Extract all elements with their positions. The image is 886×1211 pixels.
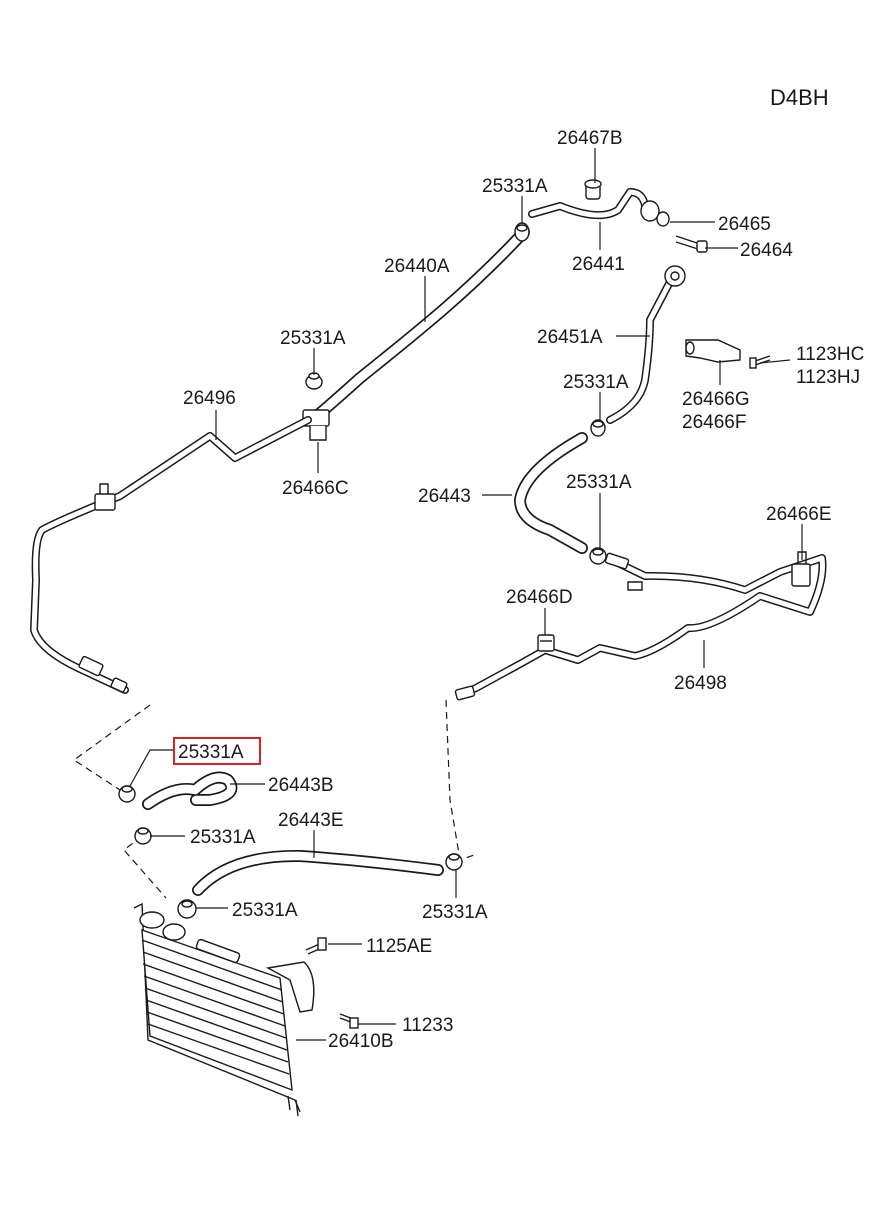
label-26440A: 26440A — [384, 256, 450, 277]
clamp-25331A-selected — [118, 785, 136, 803]
label-25331A-l2: 25331A — [190, 827, 256, 848]
label-25331A-r1: 25331A — [563, 372, 629, 393]
label-26496: 26496 — [183, 388, 236, 409]
label-26467B: 26467B — [557, 128, 623, 149]
hose-26443 — [514, 432, 588, 554]
bolt-11233 — [339, 1013, 359, 1029]
label-26443B: 26443B — [268, 775, 334, 796]
banjo-26465 — [640, 200, 670, 227]
label-25331A-mid: 25331A — [280, 328, 346, 349]
clamp-25331A-r2 — [589, 547, 607, 565]
clamp-25331A-top — [514, 222, 530, 242]
clamp-25331A-r3 — [445, 853, 463, 871]
dashed-line-right — [445, 699, 475, 861]
label-26443E: 26443E — [278, 810, 344, 831]
bracket-26496-upper — [94, 483, 116, 511]
label-25331A-top: 25331A — [482, 176, 548, 197]
label-1123HJ: 1123HJ — [796, 367, 860, 388]
label-26410B: 26410B — [328, 1031, 394, 1052]
clamp-25331A-l3 — [177, 899, 197, 919]
label-26498: 26498 — [674, 673, 727, 694]
label-26465: 26465 — [718, 214, 771, 235]
fitting-26498-start — [604, 552, 643, 591]
engine-code: D4BH — [770, 85, 829, 110]
label-26464: 26464 — [740, 240, 793, 261]
clamp-25331A-l2 — [134, 827, 152, 845]
pipe-26441 — [528, 188, 654, 220]
label-25331A-r3: 25331A — [422, 902, 488, 923]
bolt-1125AE — [305, 937, 327, 955]
label-1125AE: 1125AE — [366, 936, 432, 957]
label-25331A-selected[interactable]: 25331A — [178, 742, 244, 763]
label-26466G: 26466G — [682, 389, 750, 410]
dashed-line-left — [72, 704, 151, 791]
clamp-25331A-r1 — [590, 419, 606, 437]
hose-26440A — [306, 226, 530, 426]
bolt-1123HC — [749, 355, 771, 369]
label-25331A-l3: 25331A — [232, 900, 298, 921]
label-26466C: 26466C — [282, 478, 349, 499]
pipe-26498 — [458, 554, 827, 698]
label-25331A-r2: 25331A — [566, 472, 632, 493]
label-26466E: 26466E — [766, 504, 832, 525]
pipe-26496 — [30, 416, 312, 694]
clamp-25331A-mid — [305, 372, 323, 390]
label-26466D: 26466D — [506, 587, 573, 608]
label-1123HC: 1123HC — [796, 344, 864, 365]
label-26466F: 26466F — [682, 412, 746, 433]
pipe-26451A — [606, 274, 676, 424]
hose-26443E — [192, 849, 444, 896]
bolt-26464 — [675, 235, 708, 253]
fitting-26467B — [584, 179, 602, 200]
leader-lines — [129, 148, 803, 1041]
label-11233: 11233 — [402, 1015, 453, 1036]
label-26441: 26441 — [572, 254, 625, 275]
label-26451A: 26451A — [537, 327, 603, 348]
dashed-line-lower — [123, 835, 167, 899]
clip-26466D — [537, 634, 555, 652]
banjo-26451A — [664, 265, 686, 287]
bracket-26466E — [791, 551, 811, 587]
fitting-26496-end — [78, 655, 128, 693]
oil-cooler-26410B — [133, 902, 315, 1117]
label-26443: 26443 — [418, 486, 471, 507]
bracket-26466C — [302, 409, 330, 441]
hose-26443B — [142, 771, 238, 810]
clamp-26466G — [685, 339, 741, 363]
highlight-box — [173, 737, 261, 765]
fitting-26498-end — [454, 685, 476, 701]
